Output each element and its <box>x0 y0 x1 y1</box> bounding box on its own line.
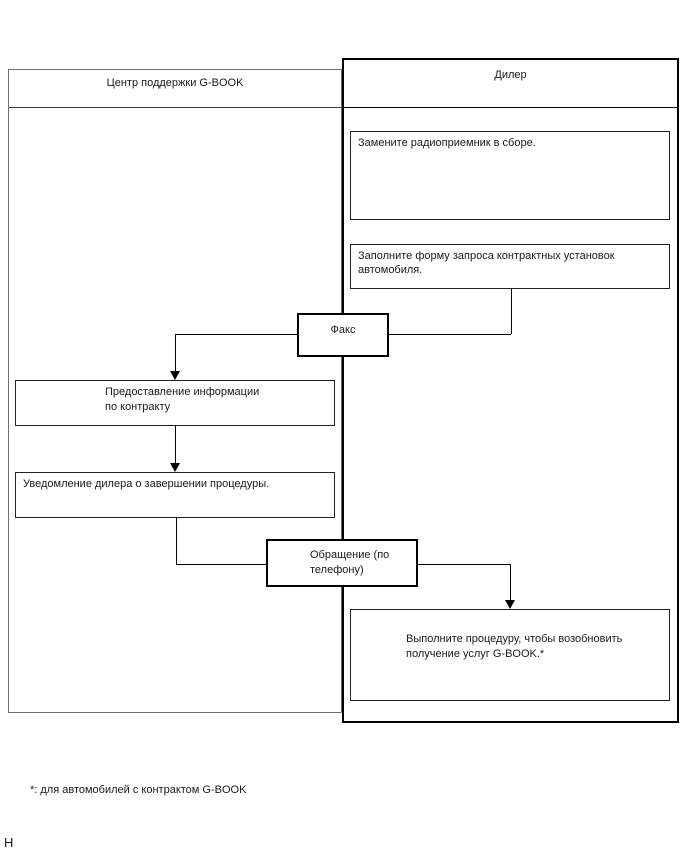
flow-box-fill-request-form-line2: автомобиля. <box>358 264 423 276</box>
flow-box-resume-services-line1: Выполните процедуру, чтобы возобновить <box>406 633 623 645</box>
flow-box-provide-contract-info: Предоставление информации по контракту <box>15 380 335 426</box>
flow-box-replace-radio-text: Замените радиоприемник в сборе. <box>358 137 536 149</box>
flow-box-provide-contract-info-line2: по контракту <box>105 401 171 413</box>
flow-box-notify-dealer-text: Уведомление дилера о завершении процедур… <box>23 478 270 490</box>
flow-box-fill-request-form-line1: Заполните форму запроса контрактных уста… <box>358 250 615 262</box>
lane-support-center: Центр поддержки G-BOOK <box>8 69 342 713</box>
flow-box-fax: Факс <box>297 313 389 357</box>
lane-support-center-title: Центр поддержки G-BOOK <box>106 77 244 89</box>
connector-notify-down-vertical <box>176 518 177 564</box>
connector-notify-to-call-horizontal <box>176 564 266 565</box>
connector-call-to-resume-horizontal <box>418 564 511 565</box>
page-marker: Н <box>4 835 14 850</box>
flow-box-fill-request-form: Заполните форму запроса контрактных уста… <box>350 244 670 289</box>
footnote: *: для автомобилей с контрактом G-BOOK <box>30 784 247 796</box>
lane-dealer: Дилер <box>342 58 679 723</box>
connector-form-to-fax-vertical <box>511 289 512 334</box>
flow-box-phone-call-line1: Обращение (по <box>310 549 390 561</box>
lane-dealer-header: Дилер <box>344 60 677 108</box>
connector-fax-to-info-vertical <box>175 334 176 372</box>
flow-box-phone-call: Обращение (по телефону) <box>266 539 418 587</box>
arrowhead-into-notify-dealer <box>170 463 180 472</box>
arrowhead-into-provide-info <box>170 371 180 380</box>
flow-box-resume-services-line2: получение услуг G-BOOK.* <box>406 648 545 660</box>
arrowhead-into-resume-services <box>505 600 515 609</box>
flow-box-phone-call-line2: телефону) <box>310 564 364 576</box>
flow-box-provide-contract-info-line1: Предоставление информации <box>105 386 260 398</box>
lane-dealer-title: Дилер <box>494 69 527 81</box>
lane-support-center-header: Центр поддержки G-BOOK <box>9 70 341 108</box>
connector-call-to-resume-vertical <box>510 564 511 601</box>
flow-box-notify-dealer: Уведомление дилера о завершении процедур… <box>15 472 335 518</box>
connector-info-to-notify-vertical <box>175 426 176 464</box>
flow-box-replace-radio: Замените радиоприемник в сборе. <box>350 131 670 220</box>
flow-box-fax-label: Факс <box>330 324 356 336</box>
flow-box-resume-services: Выполните процедуру, чтобы возобновить п… <box>350 609 670 701</box>
